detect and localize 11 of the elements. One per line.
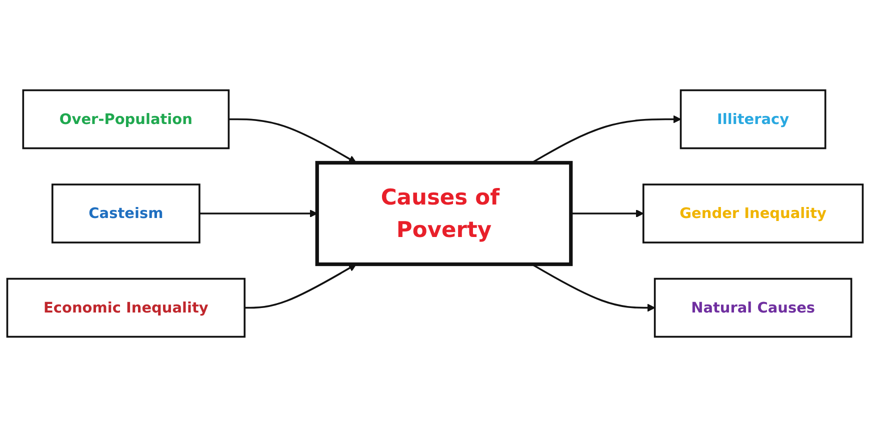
node-box: Illiteracy bbox=[680, 89, 826, 150]
arrow bbox=[228, 118, 357, 164]
arrow bbox=[244, 264, 357, 309]
node-box: Over-Population bbox=[22, 89, 230, 150]
node-box: Casteism bbox=[52, 184, 200, 244]
arrow bbox=[570, 210, 644, 218]
node-box: Causes of Poverty bbox=[315, 160, 573, 266]
node-box: Gender Inequality bbox=[642, 184, 864, 244]
arrow bbox=[199, 210, 318, 218]
node-box: Natural Causes bbox=[654, 278, 852, 338]
node-box: Economic Inequality bbox=[6, 278, 246, 338]
